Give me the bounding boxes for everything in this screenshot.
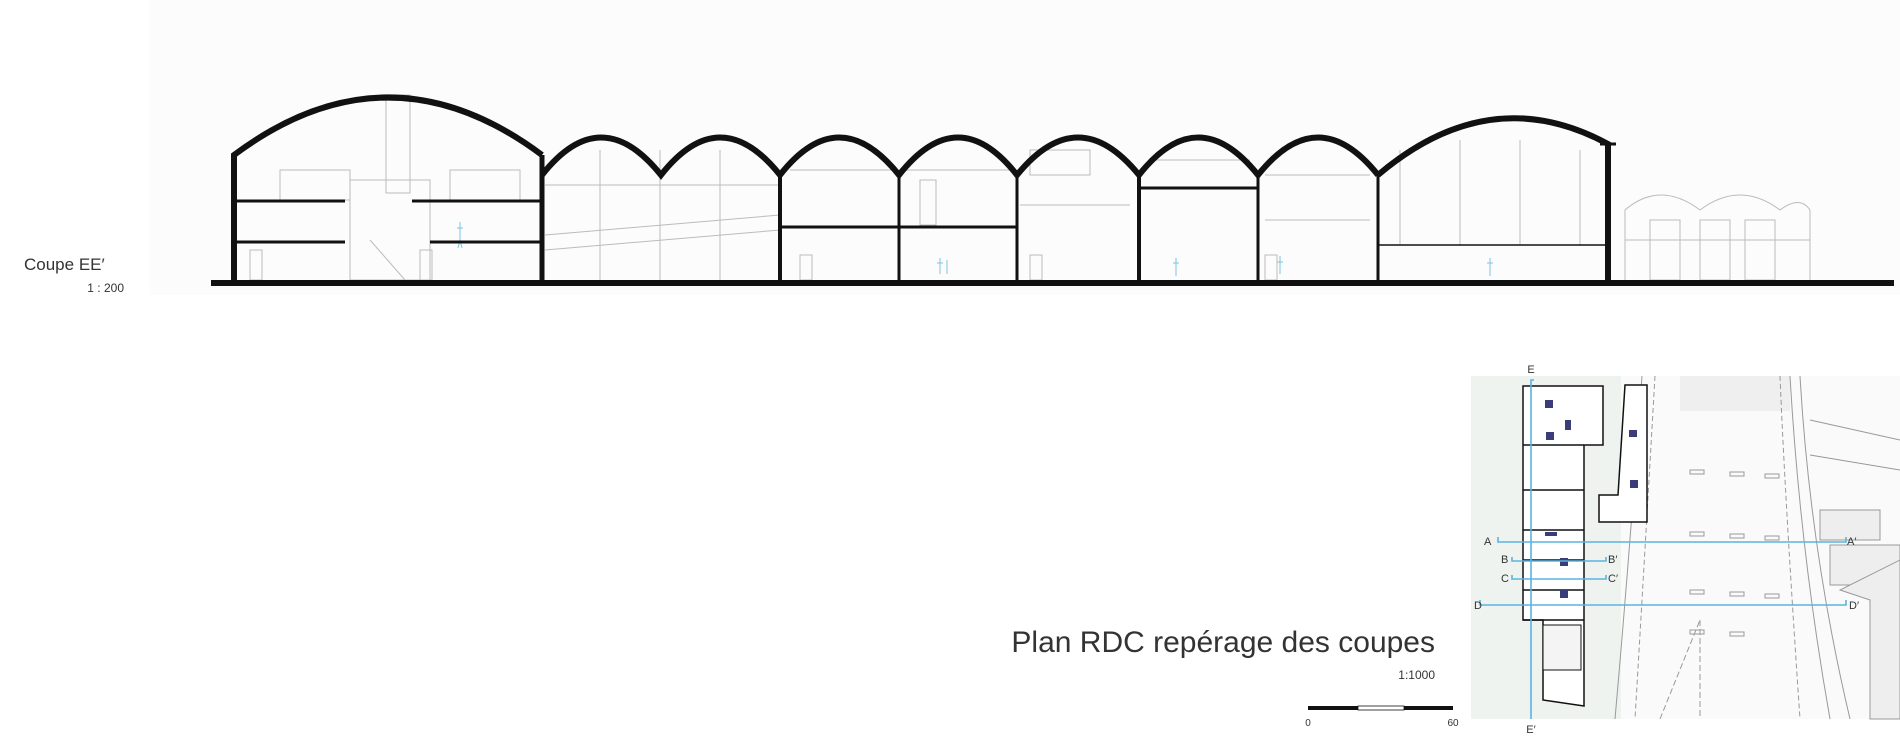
section-scale: 1 : 200 — [87, 281, 124, 295]
plan-title: Plan RDC repérage des coupes — [1011, 626, 1435, 659]
section-cut-lines — [1479, 379, 1847, 719]
scale-bar-min: 0 — [1305, 718, 1311, 729]
cut-label-e-prime: E′ — [1526, 724, 1535, 736]
human-figures — [457, 222, 1493, 276]
section-cut-structure — [211, 94, 1894, 286]
section-background — [150, 0, 1900, 295]
cut-label-a-prime: A′ — [1847, 536, 1856, 548]
cut-label-a: A — [1484, 536, 1492, 548]
plan-scale: 1:1000 — [1398, 668, 1435, 682]
cut-label-b-prime: B′ — [1608, 554, 1617, 566]
cut-label-c: C — [1501, 573, 1509, 585]
cut-label-b: B — [1501, 554, 1508, 566]
cut-label-e: E — [1527, 364, 1534, 376]
plan-furniture — [1545, 400, 1638, 598]
cut-label-d-prime: D′ — [1849, 600, 1859, 612]
section-title: Coupe EE′ — [24, 255, 105, 274]
cut-label-c-prime: C′ — [1608, 573, 1618, 585]
site-roads — [1614, 375, 1900, 720]
site-plan: E E′ A A′ B B′ C C′ D D′ — [1471, 364, 1900, 736]
cut-label-d: D — [1474, 600, 1482, 612]
cut-labels: E E′ A A′ B B′ C C′ D D′ — [1474, 364, 1859, 736]
section-ee-drawing — [211, 94, 1894, 286]
scale-bar-max: 60 — [1447, 718, 1459, 729]
scale-bar: 0 60 — [1305, 705, 1459, 729]
